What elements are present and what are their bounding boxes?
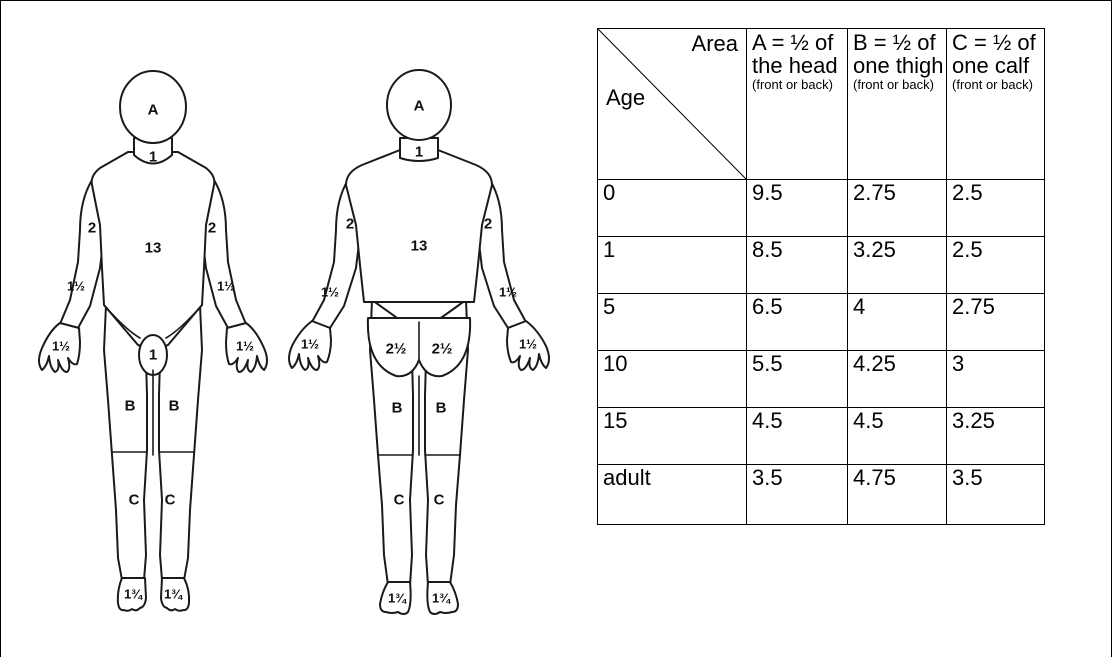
- value-a-cell: 8.5: [747, 237, 848, 294]
- header-b-sub: (front or back): [853, 77, 946, 92]
- front-trunk-label: 13: [145, 240, 162, 257]
- header-b: B = ½ of one thigh (front or back): [848, 29, 947, 180]
- header-c: C = ½ of one calf (front or back): [947, 29, 1045, 180]
- front-calf-left-label: C: [129, 492, 140, 509]
- header-a-sub: (front or back): [752, 77, 847, 92]
- value-a-cell: 9.5: [747, 180, 848, 237]
- table-row: adult 3.5 4.75 3.5: [598, 465, 1045, 525]
- back-upper-arm-left-label: 2: [346, 216, 354, 233]
- age-cell: adult: [598, 465, 747, 525]
- front-calf-right-label: C: [165, 492, 176, 509]
- back-forearm-left-label: 1½: [321, 285, 339, 300]
- table-row: 10 5.5 4.25 3: [598, 351, 1045, 408]
- back-head-label: A: [414, 98, 425, 115]
- table-row: 5 6.5 4 2.75: [598, 294, 1045, 351]
- value-a-cell: 3.5: [747, 465, 848, 525]
- header-b-main: B = ½ of one thigh: [853, 29, 946, 77]
- front-neck-label: 1: [149, 149, 157, 166]
- back-buttock-left-label: 2½: [386, 341, 407, 358]
- age-header-label: Age: [606, 85, 645, 111]
- back-calf-right-label: C: [434, 492, 445, 509]
- value-b-cell: 4: [848, 294, 947, 351]
- front-head-label: A: [148, 102, 159, 119]
- back-buttock-right-label: 2½: [432, 341, 453, 358]
- back-forearm-right-label: 1½: [499, 285, 517, 300]
- value-b-cell: 4.25: [848, 351, 947, 408]
- front-hand-right-label: 1½: [236, 339, 254, 354]
- front-upper-arm-right-label: 2: [208, 220, 216, 237]
- front-genitals-label: 1: [149, 347, 157, 364]
- header-c-sub: (front or back): [952, 77, 1044, 92]
- value-a-cell: 5.5: [747, 351, 848, 408]
- value-b-cell: 2.75: [848, 180, 947, 237]
- header-a-main: A = ½ of the head: [752, 29, 847, 77]
- area-header-label: Area: [692, 31, 738, 57]
- front-hand-left-label: 1½: [52, 339, 70, 354]
- body-diagram-svg: A 1 13 2 2 1½ 1½ 1½ 1½ 1 B B C C 1¾ 1¾ A…: [0, 0, 590, 658]
- back-foot-left-label: 1¾: [388, 591, 407, 606]
- table-row: 0 9.5 2.75 2.5: [598, 180, 1045, 237]
- table-header-row: Area Age A = ½ of the head (front or bac…: [598, 29, 1045, 180]
- back-torso: [346, 150, 492, 302]
- table-row: 1 8.5 3.25 2.5: [598, 237, 1045, 294]
- value-c-cell: 3.25: [947, 408, 1045, 465]
- value-c-cell: 2.5: [947, 180, 1045, 237]
- age-cell: 0: [598, 180, 747, 237]
- front-foot-right-label: 1¾: [164, 587, 183, 602]
- value-a-cell: 4.5: [747, 408, 848, 465]
- front-forearm-right-label: 1½: [217, 279, 235, 294]
- front-thigh-right-label: B: [169, 398, 180, 415]
- back-hand-right-label: 1½: [519, 337, 537, 352]
- back-upper-arm-right-label: 2: [484, 216, 492, 233]
- table-row: 15 4.5 4.5 3.25: [598, 408, 1045, 465]
- age-cell: 1: [598, 237, 747, 294]
- value-c-cell: 2.5: [947, 237, 1045, 294]
- value-c-cell: 2.75: [947, 294, 1045, 351]
- value-c-cell: 3: [947, 351, 1045, 408]
- back-hand-left-label: 1½: [301, 337, 319, 352]
- body-diagrams: A 1 13 2 2 1½ 1½ 1½ 1½ 1 B B C C 1¾ 1¾ A…: [0, 0, 590, 658]
- value-a-cell: 6.5: [747, 294, 848, 351]
- age-cell: 15: [598, 408, 747, 465]
- corner-header: Area Age: [598, 29, 747, 180]
- back-foot-right-label: 1¾: [432, 591, 451, 606]
- header-a: A = ½ of the head (front or back): [747, 29, 848, 180]
- front-thigh-left-label: B: [125, 398, 136, 415]
- age-area-table: Area Age A = ½ of the head (front or bac…: [597, 28, 1045, 525]
- value-b-cell: 3.25: [848, 237, 947, 294]
- back-calf-left-label: C: [394, 492, 405, 509]
- header-c-main: C = ½ of one calf: [952, 29, 1044, 77]
- back-neck-label: 1: [415, 144, 423, 161]
- value-c-cell: 3.5: [947, 465, 1045, 525]
- back-thigh-right-label: B: [436, 400, 447, 417]
- back-trunk-label: 13: [411, 238, 428, 255]
- age-cell: 5: [598, 294, 747, 351]
- front-upper-arm-left-label: 2: [88, 220, 96, 237]
- front-forearm-left-label: 1½: [67, 279, 85, 294]
- value-b-cell: 4.5: [848, 408, 947, 465]
- age-cell: 10: [598, 351, 747, 408]
- value-b-cell: 4.75: [848, 465, 947, 525]
- front-foot-left-label: 1¾: [124, 587, 143, 602]
- back-thigh-left-label: B: [392, 400, 403, 417]
